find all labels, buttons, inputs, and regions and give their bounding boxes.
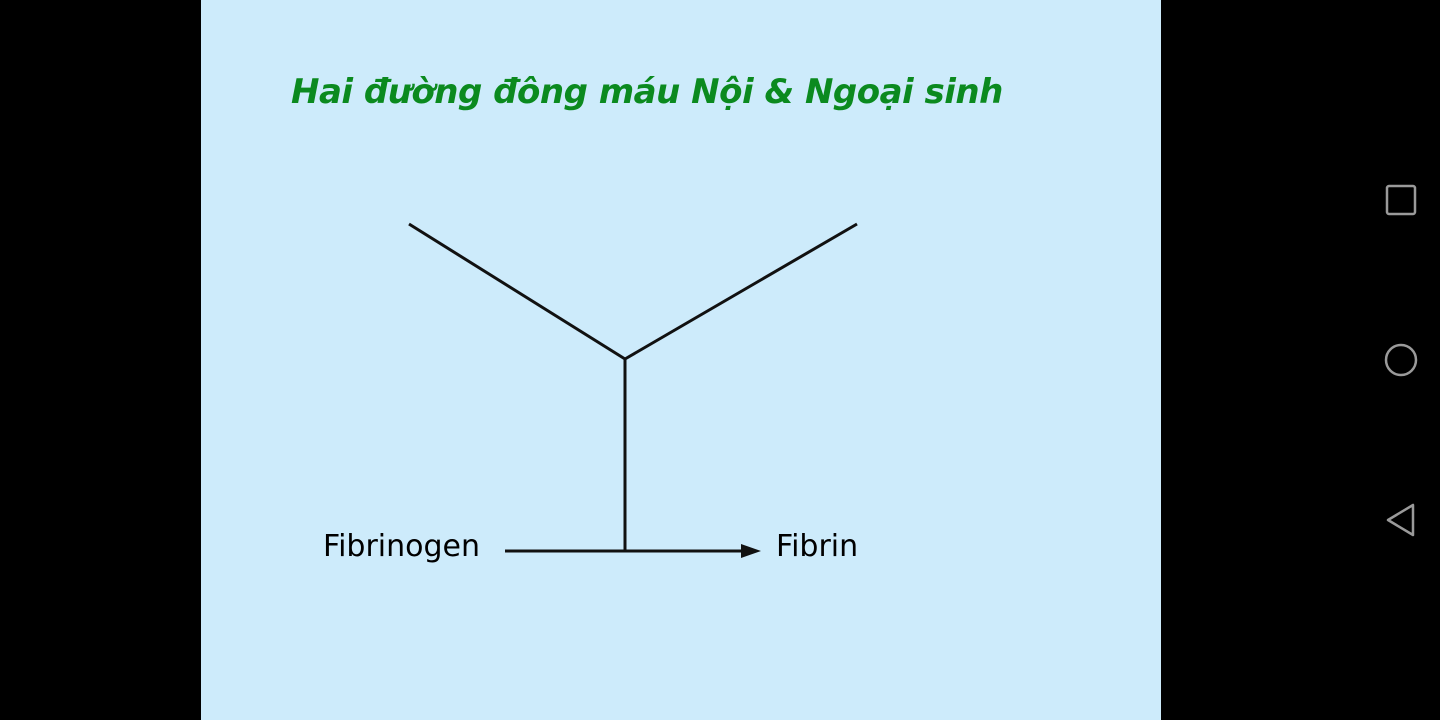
- extrinsic-pathway-line: [624, 222, 858, 361]
- slide-title: Hai đường đông máu Nội & Ngoại sinh: [291, 72, 1003, 112]
- arrow-head-icon: [741, 544, 761, 558]
- presentation-slide: Hai đường đông máu Nội & Ngoại sinh Fibr…: [201, 0, 1161, 720]
- intrinsic-pathway-line: [408, 222, 626, 361]
- recents-button[interactable]: [1381, 180, 1421, 220]
- fibrin-label: Fibrin: [776, 529, 859, 564]
- triangle-back-icon: [1386, 503, 1415, 537]
- circle-icon: [1384, 343, 1418, 377]
- square-icon: [1385, 184, 1417, 216]
- android-navigation-bar: [1361, 0, 1440, 720]
- back-button[interactable]: [1381, 500, 1421, 540]
- coagulation-diagram: [408, 222, 858, 558]
- fibrinogen-label: Fibrinogen: [323, 529, 481, 564]
- home-button[interactable]: [1381, 340, 1421, 380]
